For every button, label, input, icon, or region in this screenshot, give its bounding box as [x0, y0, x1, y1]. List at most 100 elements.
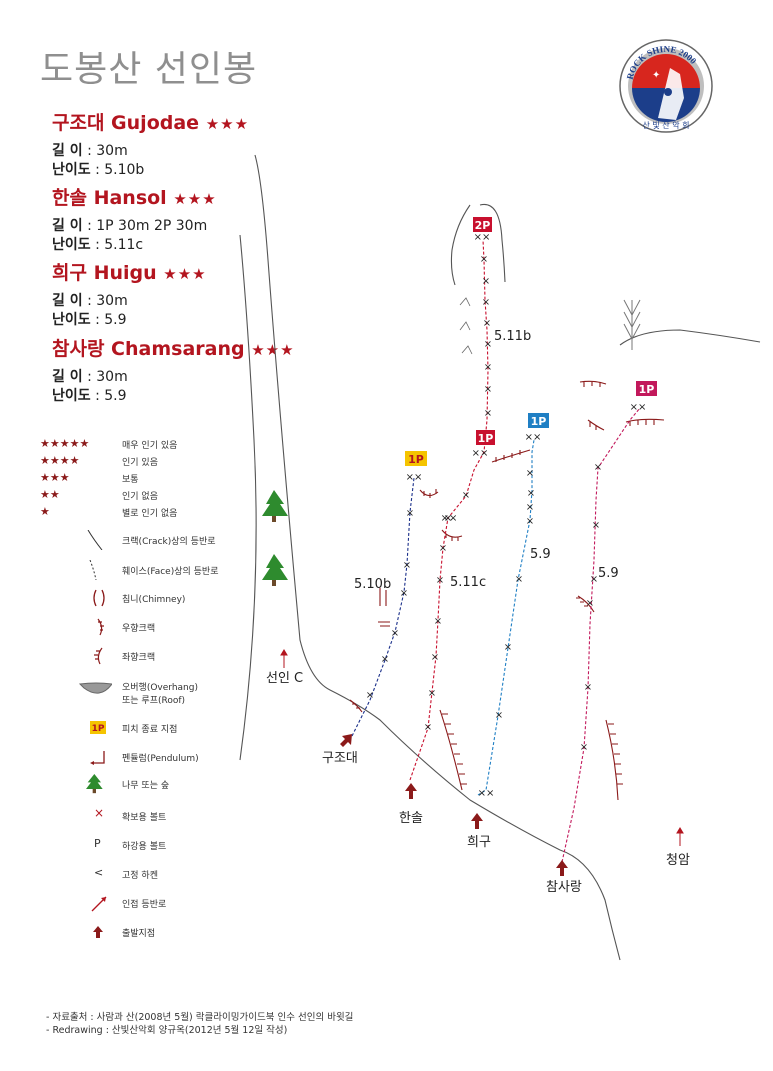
svg-text:××: ××: [474, 232, 491, 243]
route-grade: : 5.9: [90, 312, 127, 328]
svg-text:×: ×: [381, 654, 389, 665]
start-arrow-icon: [471, 813, 483, 829]
route-stars: ★★★: [163, 265, 207, 283]
neighbor-label-seonin-c: 선인 C: [266, 671, 303, 686]
pendulum-icon: [90, 751, 105, 765]
pitch-badge-icon: 1P: [90, 721, 106, 734]
stars-icon: ★★: [40, 488, 60, 501]
route-length: : 1P 30m 2P 30m: [82, 218, 208, 234]
start-label-chamsarang: 참사랑: [546, 880, 582, 895]
footer-redrawing: - Redrawing : 산빛산악회 양규옥(2012년 5월 12일 작성): [46, 1025, 288, 1036]
svg-text:×: ×: [504, 642, 512, 653]
svg-text:✦: ✦: [652, 70, 660, 81]
grade-label: 난이도: [52, 312, 91, 328]
grade-label-hansol-2p: 5.11b: [494, 329, 531, 344]
top-right-tree: [623, 299, 641, 350]
svg-text:×: ×: [428, 688, 436, 699]
svg-text:1P: 1P: [478, 432, 494, 445]
svg-text:×: ×: [594, 462, 602, 473]
pitch-badge-1p-gujodae: 1P: [405, 451, 427, 466]
svg-text:×: ×: [462, 490, 470, 501]
route-grade: : 5.11c: [90, 237, 144, 253]
start-label-hansol: 한솔: [399, 811, 423, 826]
svg-text:×: ×: [482, 276, 490, 287]
svg-text:×: ×: [580, 742, 588, 753]
svg-text:×: ×: [424, 722, 432, 733]
neighbor-label-cheongam: 청암: [666, 853, 690, 868]
route-line-hansol: [409, 239, 489, 781]
start-arrow-icon: [405, 783, 417, 799]
length-label: 길 이: [52, 293, 83, 309]
svg-text:×: ×: [586, 598, 594, 609]
grade-label: 난이도: [52, 237, 91, 253]
svg-text:2P: 2P: [475, 219, 491, 232]
route-name: 희구 Huigu: [52, 262, 157, 284]
start-label-huigu: 희구: [467, 835, 491, 850]
page-title: 도봉산 선인봉: [40, 49, 258, 90]
start-arrow-icon: [556, 860, 568, 876]
rock-outline: [239, 154, 761, 961]
grade-label-chamsarang: 5.9: [598, 566, 619, 581]
svg-text:×: ×: [403, 560, 411, 571]
stars-icon: ★★★★★: [40, 437, 90, 450]
svg-text:××: ××: [525, 432, 542, 443]
overhang-icon: [78, 682, 112, 694]
tree-icon-1: [262, 490, 288, 522]
length-label: 길 이: [52, 218, 83, 234]
svg-text:×: ×: [484, 408, 492, 419]
svg-text:×: ×: [526, 516, 534, 527]
route-grade: : 5.9: [90, 388, 127, 404]
svg-text:×: ×: [431, 652, 439, 663]
svg-text:×: ×: [436, 575, 444, 586]
crack-line-icon: [87, 530, 103, 550]
svg-text:×: ×: [484, 339, 492, 350]
route-name: 한솔 Hansol: [52, 187, 167, 209]
route-gujodae: 구조대 Gujodae ★★★ 길 이 : 30m 난이도 : 5.10b: [52, 108, 249, 180]
svg-text:×: ×: [584, 682, 592, 693]
pitch-badge-1p-chamsarang: 1P: [636, 381, 657, 396]
neighbor-arrows: [280, 649, 684, 846]
route-length: : 30m: [82, 143, 128, 159]
svg-text:××: ××: [441, 513, 458, 524]
logo-subtext: 산 빛 산 악 회: [643, 120, 690, 130]
svg-text:×: ×: [434, 616, 442, 627]
route-line-gujodae: [351, 477, 415, 737]
start-arrows: [340, 734, 568, 876]
svg-text:×: ×: [527, 488, 535, 499]
start-label-gujodae: 구조대: [322, 751, 358, 766]
grade-label: 난이도: [52, 388, 91, 404]
piton-icon: <: [94, 866, 104, 879]
rock-shine-logo: ✦ ROCK SHINE 2000 산 빛 산 악 회: [619, 39, 713, 133]
svg-text:×: ×: [400, 588, 408, 599]
crack-features: [349, 380, 665, 801]
left-crack-icon: [94, 647, 103, 665]
grade-label-gujodae: 5.10b: [354, 577, 391, 592]
svg-text:1P: 1P: [639, 383, 655, 396]
svg-text:1P: 1P: [408, 453, 424, 466]
svg-text:×: ×: [482, 297, 490, 308]
route-stars: ★★★: [251, 341, 295, 359]
svg-text:××: ××: [478, 788, 495, 799]
grade-label: 난이도: [52, 162, 91, 178]
start-arrow-icon: [340, 734, 352, 747]
approach-icon: [91, 896, 107, 912]
route-stars: ★★★: [205, 115, 250, 133]
route-hansol: 한솔 Hansol ★★★ 길 이 : 1P 30m 2P 30m 난이도 : …: [52, 183, 217, 255]
svg-text:1P: 1P: [92, 724, 105, 734]
face-features: [459, 297, 473, 355]
stars-icon: ★★★: [40, 471, 70, 484]
svg-text:×: ×: [526, 468, 534, 479]
bolt-markers: ×××××××× ×××××××× ×××××× ××××××× ×××××× …: [366, 232, 647, 799]
svg-text:×: ×: [480, 254, 488, 265]
route-length: : 30m: [82, 293, 128, 309]
svg-text:×: ×: [483, 318, 491, 329]
svg-text:×: ×: [515, 574, 523, 585]
route-stars: ★★★: [173, 190, 217, 208]
svg-text:×: ×: [406, 508, 414, 519]
route-grade: : 5.10b: [90, 162, 145, 178]
tree-icon-2: [262, 554, 288, 586]
svg-text:×: ×: [590, 574, 598, 585]
right-crack-icon: [97, 618, 104, 636]
svg-text:×: ×: [444, 513, 452, 524]
